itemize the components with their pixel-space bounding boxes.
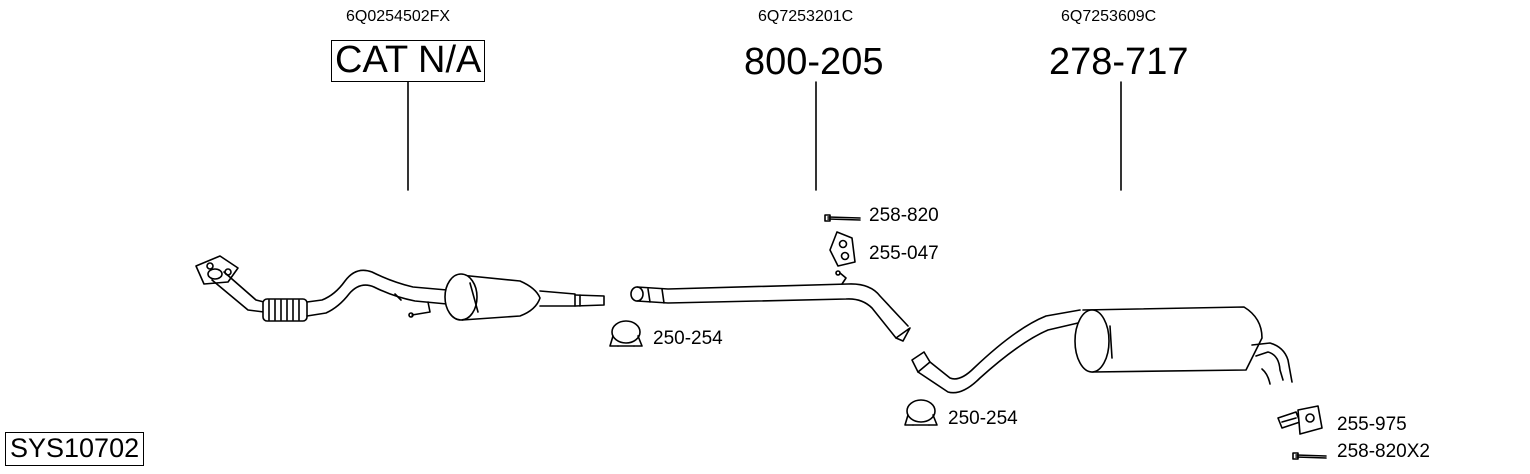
rear-silencer [911,306,1293,394]
bolt-258-820 [824,214,861,222]
oe-number-centre-pipe: 6Q7253201C [758,8,854,25]
clamp-250-254-a [609,320,643,347]
rubber-mount-255-047 [829,231,856,267]
bolt-258-820x2 [1292,452,1327,460]
oe-number-rear-silencer: 6Q7253609C [1061,8,1157,25]
system-code-box: SYS10702 [5,432,145,467]
fitting-label-258-820x2[interactable]: 258-820X2 [1337,441,1430,462]
fitting-label-255-975[interactable]: 255-975 [1337,414,1407,435]
part-number-catalyst[interactable]: CAT N/A [331,40,486,82]
fitting-label-250-254-a[interactable]: 250-254 [653,328,723,349]
fitting-label-255-047[interactable]: 255-047 [869,243,939,264]
fitting-label-258-820[interactable]: 258-820 [869,205,939,226]
part-number-centre-pipe[interactable]: 800-205 [744,41,884,83]
fitting-label-250-254-b[interactable]: 250-254 [948,408,1018,429]
oe-number-catalyst: 6Q0254502FX [346,8,451,25]
centre-pipe [630,270,911,342]
part-number-rear-silencer[interactable]: 278-717 [1049,41,1189,83]
catalytic-converter-front-pipe [195,255,605,322]
mounting-bracket-255-975 [1277,405,1323,435]
clamp-250-254-b [904,399,938,426]
